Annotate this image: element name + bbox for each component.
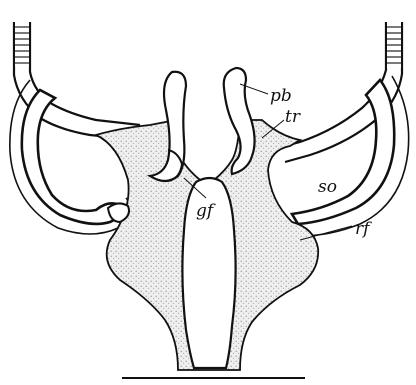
left-tube-rings	[15, 22, 29, 66]
label-tr: tr	[285, 107, 301, 127]
right-inner-fold	[224, 68, 255, 174]
label-so: so	[318, 177, 337, 197]
right-cavity-wall	[292, 80, 394, 224]
label-gf: gf	[196, 201, 216, 221]
label-pb: pb	[270, 86, 292, 106]
right-tube-rings	[387, 22, 401, 68]
label-rf: rf	[355, 219, 372, 239]
left-cavity-wall	[22, 90, 123, 224]
